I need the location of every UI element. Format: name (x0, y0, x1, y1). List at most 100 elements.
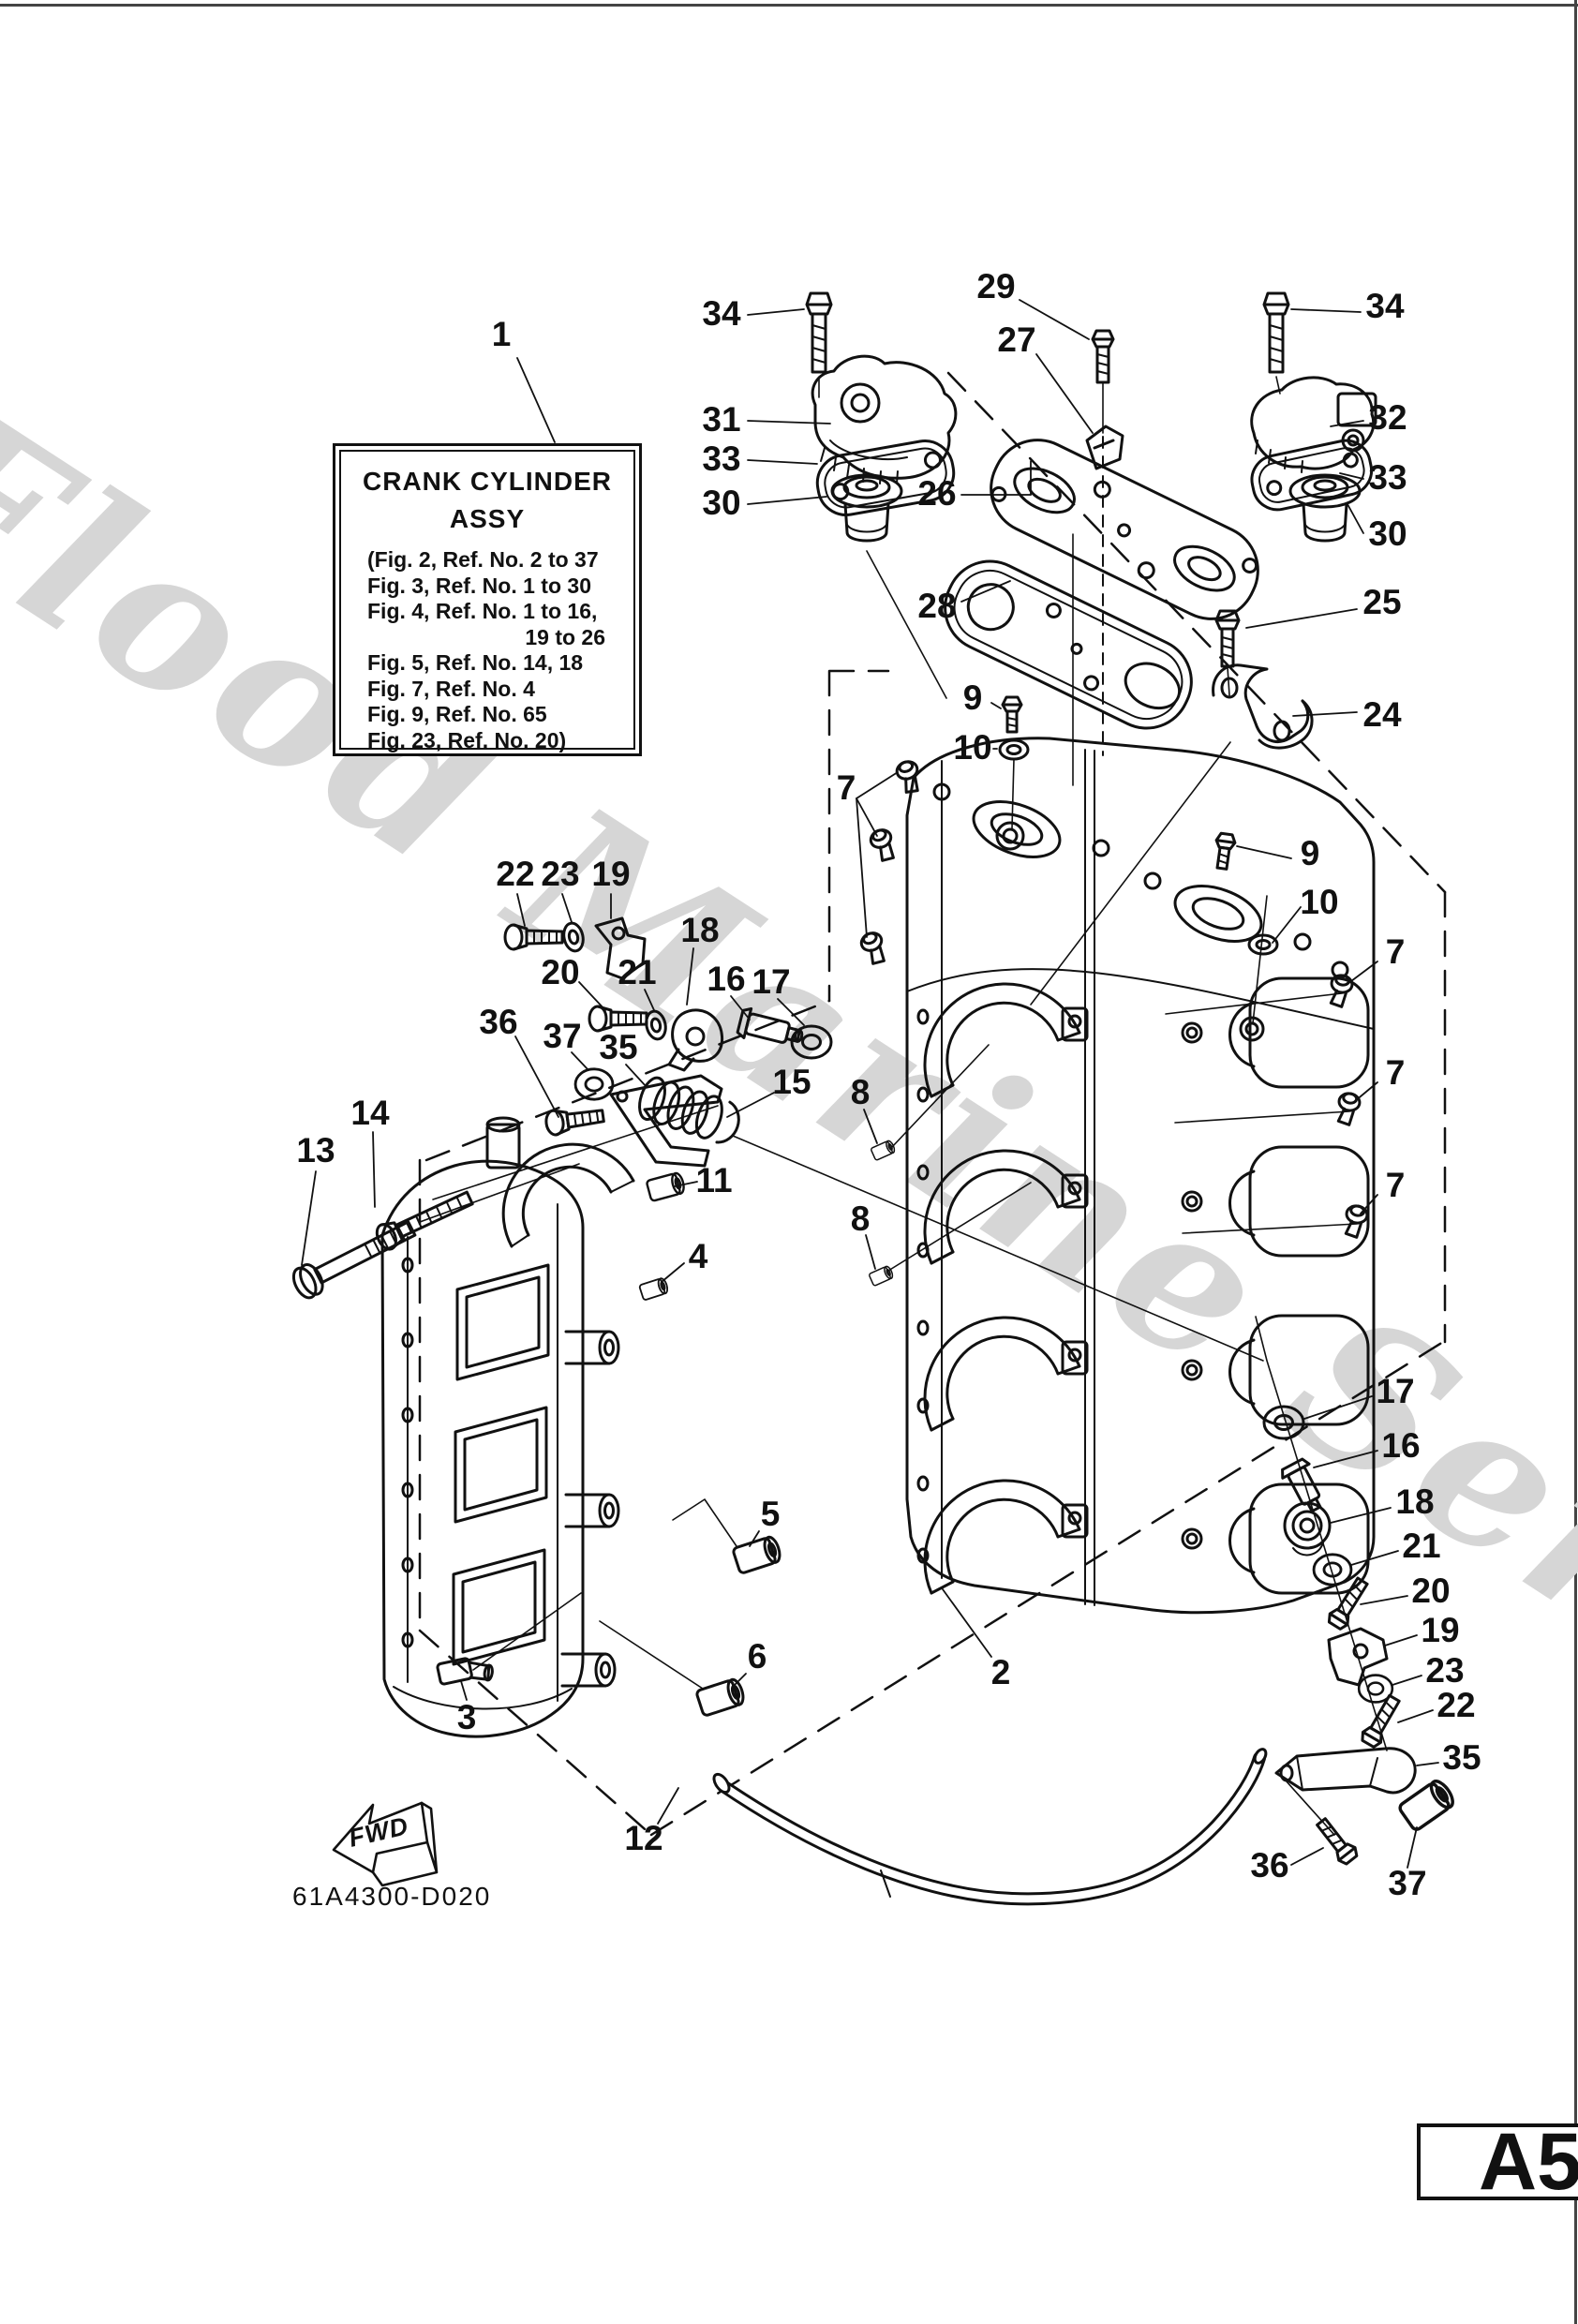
figure-reference-line: Fig. 5, Ref. No. 14, 18 (367, 650, 584, 675)
callout-22: 22 (496, 855, 535, 893)
callout-34: 34 (702, 294, 741, 333)
leader-line-27 (1035, 353, 1094, 434)
leader-line-23 (1392, 1675, 1422, 1686)
leader-line-18 (686, 947, 694, 1006)
callout-12: 12 (624, 1819, 663, 1857)
figure-reference-line: 19 to 26 (525, 624, 605, 649)
gasket-33-right (1250, 439, 1374, 512)
callout-30: 30 (702, 484, 741, 522)
page-label-box: A5 (1417, 2122, 1578, 2202)
callout-34: 34 (1365, 287, 1405, 325)
title-box: CRANK CYLINDER ASSY (Fig. 2, Ref. No. 2 … (333, 443, 642, 756)
cylinder-block-body (380, 1116, 635, 1738)
leader-line-29 (1019, 299, 1090, 340)
leader-line-21 (1350, 1550, 1399, 1566)
leader-line-7 (1354, 1081, 1378, 1102)
callout-37: 37 (1388, 1864, 1427, 1902)
leader-line-24 (1292, 711, 1358, 717)
leader-line-19 (1384, 1634, 1418, 1646)
linkage-parts-cluster (503, 916, 897, 1302)
fwd-arrow-icon (332, 1801, 439, 1887)
leader-line-32 (1330, 420, 1364, 427)
callout-20: 20 (1411, 1572, 1451, 1610)
callout-36: 36 (479, 1003, 518, 1041)
leader-line-10 (1272, 906, 1302, 944)
callout-17: 17 (752, 962, 791, 1001)
leader-line-1 (516, 357, 556, 443)
leader-line-35 (1416, 1762, 1439, 1766)
leader-line-5 (749, 1530, 760, 1547)
callout-15: 15 (772, 1063, 811, 1101)
callout-8: 8 (850, 1073, 871, 1111)
callout-21: 21 (1402, 1527, 1441, 1565)
leader-line-36 (514, 1035, 559, 1118)
callout-10: 10 (953, 728, 992, 767)
leader-line-37 (571, 1051, 589, 1071)
callout-9: 9 (962, 678, 983, 717)
bolt-13 (291, 1220, 417, 1300)
callout-23: 23 (1425, 1651, 1465, 1690)
leader-line-22 (1397, 1709, 1434, 1723)
callout-7: 7 (1385, 1166, 1406, 1204)
leader-line-33 (1339, 472, 1364, 480)
callout-6: 6 (747, 1637, 767, 1676)
bolt-25 (1214, 609, 1241, 668)
leader-line-2 (942, 1588, 992, 1658)
callout-21: 21 (618, 953, 657, 991)
callout-7: 7 (1385, 932, 1406, 971)
callout-30: 30 (1368, 514, 1407, 553)
callout-36: 36 (1250, 1846, 1289, 1885)
callout-27: 27 (997, 320, 1036, 359)
leader-line-34 (747, 308, 805, 316)
leader-line-16 (1313, 1450, 1378, 1468)
leader-line-13 (301, 1170, 317, 1266)
callout-16: 16 (707, 960, 746, 998)
figure-reference-line: Fig. 3, Ref. No. 1 to 30 (367, 573, 591, 598)
construction-lines (418, 371, 1447, 1837)
callout-33: 33 (1368, 458, 1407, 497)
crankcase-body (905, 737, 1376, 1615)
leader-line-30 (747, 496, 827, 505)
leader-line-18 (1330, 1507, 1392, 1524)
callout-7: 7 (836, 768, 856, 807)
callout-3: 3 (456, 1698, 477, 1736)
leader-line-6 (732, 1673, 747, 1688)
assembly-title-line1: CRANK CYLINDER (363, 467, 612, 496)
callout-11: 11 (695, 1161, 733, 1199)
callout-13: 13 (296, 1131, 335, 1169)
callout-22: 22 (1437, 1686, 1476, 1724)
callout-2: 2 (990, 1653, 1011, 1691)
leader-line-3 (460, 1680, 468, 1701)
leader-line-14 (372, 1131, 376, 1208)
leader-line-30 (1347, 503, 1364, 534)
callout-26: 26 (917, 474, 957, 513)
bolt-29 (1091, 329, 1115, 384)
figure-reference-line: Fig. 4, Ref. No. 1 to 16, (367, 599, 598, 623)
fitting-3 (436, 1657, 494, 1686)
gasket-33-left (815, 439, 956, 516)
leader-line-37 (1407, 1826, 1418, 1869)
leader-line-22 (516, 893, 526, 927)
leader-line-7 (1360, 1194, 1378, 1214)
callout-1: 1 (491, 315, 512, 353)
leader-line-8 (865, 1234, 876, 1270)
callout-7: 7 (1385, 1053, 1406, 1092)
callout-8: 8 (850, 1199, 871, 1238)
leader-line-23 (561, 893, 573, 923)
callout-9: 9 (1300, 834, 1320, 872)
hose-12 (712, 1748, 1268, 1906)
leader-line-11 (674, 1181, 698, 1187)
callout-29: 29 (976, 267, 1016, 305)
figure-reference-line: Fig. 9, Ref. No. 65 (367, 702, 547, 726)
callout-4: 4 (688, 1237, 708, 1275)
callout-31: 31 (702, 400, 741, 439)
callout-18: 18 (680, 911, 720, 949)
leader-line-28 (960, 580, 1011, 603)
leader-line-36 (1290, 1847, 1324, 1866)
leader-line-21 (644, 989, 655, 1011)
callout-32: 32 (1368, 398, 1407, 437)
gasket-28 (944, 559, 1193, 730)
callout-24: 24 (1362, 695, 1402, 734)
leader-line-25 (1245, 608, 1358, 629)
